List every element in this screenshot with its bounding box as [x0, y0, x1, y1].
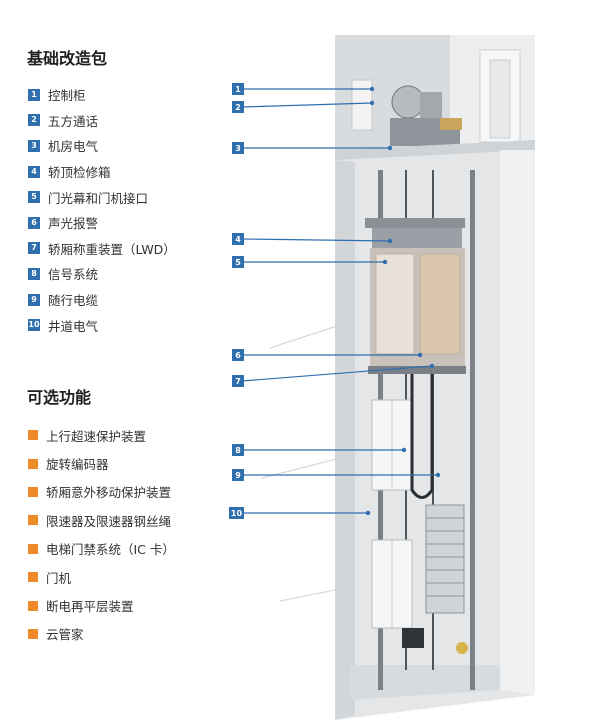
bullet-square-icon — [28, 628, 38, 639]
list-item-label: 五方通话 — [48, 113, 99, 129]
callout-number: 4 — [235, 235, 241, 244]
list-item-label: 机房电气 — [48, 139, 99, 155]
list-item-label: 上行超速保护装置 — [46, 428, 147, 444]
callout-number: 3 — [235, 144, 241, 153]
callout-number: 2 — [235, 103, 241, 112]
callout-badge: 10 — [229, 507, 244, 519]
callout-badge: 1 — [232, 83, 244, 95]
list-item-label: 断电再平层装置 — [46, 599, 134, 615]
bullet-square-icon — [28, 543, 38, 554]
list-item-label: 声光报警 — [48, 216, 99, 232]
callout-badge: 3 — [232, 142, 244, 154]
callout-lines — [241, 88, 438, 514]
list-item-label: 控制柜 — [48, 88, 86, 104]
callout-badge: 5 — [232, 256, 244, 268]
list-item: 轿厢意外移动保护装置 — [28, 478, 175, 506]
list-item-label: 电梯门禁系统（IC 卡） — [46, 542, 175, 558]
list-item: 云管家 — [28, 620, 175, 648]
bullet-square-icon — [28, 430, 38, 441]
list-item: 8 信号系统 — [28, 261, 176, 287]
list-item: 7 轿厢称重装置（LWD） — [28, 236, 176, 262]
optional-features-title: 可选功能 — [27, 388, 92, 407]
number-badge: 4 — [28, 165, 40, 178]
list-item: 门机 — [28, 563, 175, 591]
list-item-label: 随行电缆 — [48, 293, 99, 309]
bullet-square-icon — [28, 515, 38, 526]
callout-badge: 4 — [232, 233, 244, 245]
pit-buffer — [402, 628, 424, 648]
list-item: 4 轿顶检修箱 — [28, 159, 176, 185]
bullet-square-icon — [28, 572, 38, 583]
control-cabinet — [351, 79, 373, 131]
callout-number: 7 — [235, 377, 241, 386]
list-item-label: 云管家 — [46, 627, 84, 643]
callout-number: 5 — [235, 258, 241, 267]
callout-number: 8 — [235, 446, 241, 455]
callout-dots — [365, 86, 441, 516]
callout-badge: 7 — [232, 375, 244, 387]
list-item-label: 旋转编码器 — [46, 457, 109, 473]
list-item-label: 限速器及限速器钢丝绳 — [46, 513, 172, 529]
list-item: 9 随行电缆 — [28, 287, 176, 313]
optional-features-list: 上行超速保护装置 旋转编码器 轿厢意外移动保护装置 限速器及限速器钢丝绳 电梯门… — [28, 421, 175, 648]
list-item: 1 控制柜 — [28, 82, 176, 108]
list-item: 电梯门禁系统（IC 卡） — [28, 535, 175, 563]
basic-package-title: 基础改造包 — [27, 49, 108, 68]
pit-sensor — [456, 642, 468, 654]
bullet-square-icon — [28, 458, 38, 469]
number-badge: 5 — [28, 191, 40, 204]
number-badge: 2 — [28, 114, 40, 127]
number-badge: 3 — [28, 139, 40, 152]
travelling-cable — [410, 374, 434, 499]
number-badge: 9 — [28, 293, 40, 306]
callout-number: 10 — [231, 509, 243, 518]
list-item: 旋转编码器 — [28, 449, 175, 477]
list-item-label: 门光幕和门机接口 — [48, 190, 149, 206]
callout-badge: 6 — [232, 349, 244, 361]
counterweight — [425, 504, 465, 614]
number-badge: 10 — [28, 319, 40, 332]
bullet-square-icon — [28, 600, 38, 611]
list-item: 断电再平层装置 — [28, 591, 175, 619]
list-item-label: 信号系统 — [48, 267, 99, 283]
number-badge: 1 — [28, 88, 40, 101]
callout-badge: 2 — [232, 101, 244, 113]
list-item: 2 五方通话 — [28, 108, 176, 134]
number-badge: 6 — [28, 216, 40, 229]
list-item: 10 井道电气 — [28, 312, 176, 338]
list-item-label: 轿厢称重装置（LWD） — [48, 241, 176, 257]
callout-number: 1 — [235, 85, 241, 94]
list-item-label: 轿顶检修箱 — [48, 165, 111, 181]
callout-badge: 9 — [232, 469, 244, 481]
machine-room — [335, 35, 535, 165]
traction-machine — [390, 85, 462, 146]
callout-number: 6 — [235, 351, 241, 360]
list-item-label: 门机 — [46, 570, 72, 586]
number-badge: 8 — [28, 267, 40, 280]
list-item: 上行超速保护装置 — [28, 421, 175, 449]
list-item-label: 轿厢意外移动保护装置 — [46, 485, 172, 501]
list-item: 6 声光报警 — [28, 210, 176, 236]
list-item: 5 门光幕和门机接口 — [28, 184, 176, 210]
number-badge: 7 — [28, 242, 40, 255]
list-item: 3 机房电气 — [28, 133, 176, 159]
list-item-label: 井道电气 — [48, 318, 99, 334]
bullet-square-icon — [28, 486, 38, 497]
callout-number: 9 — [235, 471, 241, 480]
list-item: 限速器及限速器钢丝绳 — [28, 506, 175, 534]
elevator-car — [365, 218, 466, 374]
callout-badge: 8 — [232, 444, 244, 456]
